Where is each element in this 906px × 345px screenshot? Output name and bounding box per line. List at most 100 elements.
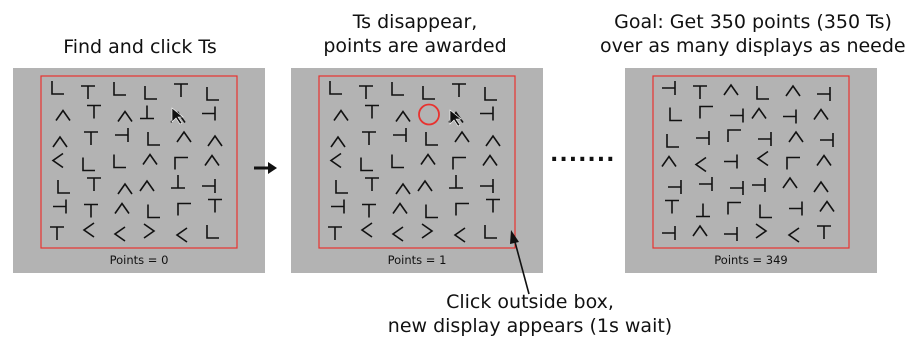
target-t-glyph[interactable] <box>115 128 129 142</box>
target-t-glyph[interactable] <box>359 85 373 99</box>
target-t-glyph[interactable] <box>758 132 772 146</box>
distractor-glyph <box>692 224 708 237</box>
target-t-glyph[interactable] <box>365 104 379 119</box>
target-t-glyph[interactable] <box>662 226 676 240</box>
target-t-glyph[interactable] <box>84 131 98 145</box>
mouse-cursor-icon <box>171 107 184 125</box>
distractor-glyph <box>335 180 348 194</box>
target-t-glyph[interactable] <box>699 177 713 191</box>
step-2-stimuli <box>318 75 516 249</box>
target-t-glyph[interactable] <box>202 179 216 193</box>
target-t-glyph[interactable] <box>696 131 710 145</box>
distractor-glyph <box>485 134 501 147</box>
target-t-glyph[interactable] <box>817 87 831 101</box>
distractor-glyph <box>782 176 798 189</box>
distractor-glyph <box>484 87 497 101</box>
target-t-glyph[interactable] <box>724 227 738 241</box>
target-t-glyph[interactable] <box>171 175 185 189</box>
step-1-caption: Find and click Ts <box>15 35 265 59</box>
distractor-glyph <box>425 204 438 219</box>
target-t-glyph[interactable] <box>480 106 494 121</box>
distractor-glyph <box>139 179 155 192</box>
target-t-glyph[interactable] <box>730 108 744 123</box>
distractor-glyph <box>727 129 741 142</box>
distractor-glyph <box>816 154 832 166</box>
distractor-glyph <box>723 83 739 96</box>
target-t-glyph[interactable] <box>486 198 500 213</box>
distractor-glyph <box>144 86 157 100</box>
distractor-glyph <box>452 156 466 170</box>
annotation-caption: Click outside box, new display appears (… <box>355 290 705 338</box>
distractor-glyph <box>391 226 404 242</box>
distractor-glyph <box>360 157 373 172</box>
target-box[interactable] <box>652 75 850 249</box>
step-3-points-label: Points = 349 <box>714 253 788 267</box>
target-t-glyph[interactable] <box>331 199 345 214</box>
target-t-glyph[interactable] <box>53 199 67 214</box>
distractor-glyph <box>755 223 768 239</box>
distractor-glyph <box>484 225 497 239</box>
step-3-caption-line-1: Goal: Get 350 points (350 Ts) <box>614 11 892 33</box>
target-t-glyph[interactable] <box>362 131 376 145</box>
distractor-glyph <box>204 154 220 166</box>
step-3-stimuli <box>652 75 850 249</box>
target-t-glyph[interactable] <box>202 106 216 121</box>
distractor-glyph <box>422 86 435 100</box>
step-2-display: Points = 1 <box>291 68 543 273</box>
target-t-glyph[interactable] <box>362 203 376 218</box>
distractor-glyph <box>333 109 349 121</box>
step-1-caption-line-1: Find and click Ts <box>63 36 217 58</box>
distractor-glyph <box>117 182 133 195</box>
target-t-glyph[interactable] <box>730 181 744 195</box>
target-t-glyph[interactable] <box>662 81 676 95</box>
target-t-glyph[interactable] <box>208 198 222 213</box>
distractor-glyph <box>819 200 835 212</box>
distractor-glyph <box>661 155 677 167</box>
target-t-glyph[interactable] <box>783 109 797 124</box>
distractor-glyph <box>425 132 438 146</box>
step-3-caption-line-2: over as many displays as needed <box>600 35 906 57</box>
distractor-glyph <box>147 204 160 219</box>
distractor-glyph <box>699 105 713 119</box>
distractor-glyph <box>330 135 346 148</box>
target-t-glyph[interactable] <box>140 105 154 120</box>
target-t-glyph[interactable] <box>393 128 407 142</box>
target-t-glyph[interactable] <box>365 177 379 191</box>
distractor-glyph <box>453 227 466 243</box>
target-box[interactable] <box>318 75 516 249</box>
target-t-glyph[interactable] <box>174 83 188 97</box>
target-t-glyph[interactable] <box>452 83 466 97</box>
step-2-caption-line-1: Ts disappear, <box>352 11 478 33</box>
target-t-glyph[interactable] <box>50 226 64 240</box>
target-t-glyph[interactable] <box>789 201 803 216</box>
target-t-glyph[interactable] <box>665 199 679 214</box>
target-t-glyph[interactable] <box>693 85 707 99</box>
distractor-glyph <box>82 222 95 238</box>
annotation-line-2: new display appears (1s wait) <box>387 315 673 337</box>
target-t-glyph[interactable] <box>817 225 831 239</box>
distractor-glyph <box>55 109 71 121</box>
distractor-glyph <box>666 134 679 148</box>
distractor-glyph <box>51 152 64 169</box>
target-t-glyph[interactable] <box>449 175 463 189</box>
distractor-glyph <box>206 87 219 101</box>
arrow-icon <box>254 162 277 174</box>
target-t-glyph[interactable] <box>81 85 95 99</box>
target-t-glyph[interactable] <box>480 179 494 193</box>
target-t-glyph[interactable] <box>87 104 101 119</box>
target-t-glyph[interactable] <box>84 203 98 218</box>
target-t-glyph[interactable] <box>87 177 101 191</box>
target-t-glyph[interactable] <box>328 226 342 240</box>
distractor-glyph <box>454 130 470 143</box>
distractor-glyph <box>727 201 741 215</box>
next-arrow <box>250 160 280 176</box>
target-box[interactable] <box>40 75 238 249</box>
target-t-glyph[interactable] <box>696 203 710 218</box>
target-t-glyph[interactable] <box>668 180 682 194</box>
target-t-glyph[interactable] <box>820 133 834 147</box>
annotation-line-1: Click outside box, <box>446 291 614 313</box>
target-t-glyph[interactable] <box>724 154 738 169</box>
target-t-glyph[interactable] <box>752 178 766 192</box>
distractor-glyph <box>787 227 800 243</box>
step-1-points-label: Points = 0 <box>109 253 169 267</box>
